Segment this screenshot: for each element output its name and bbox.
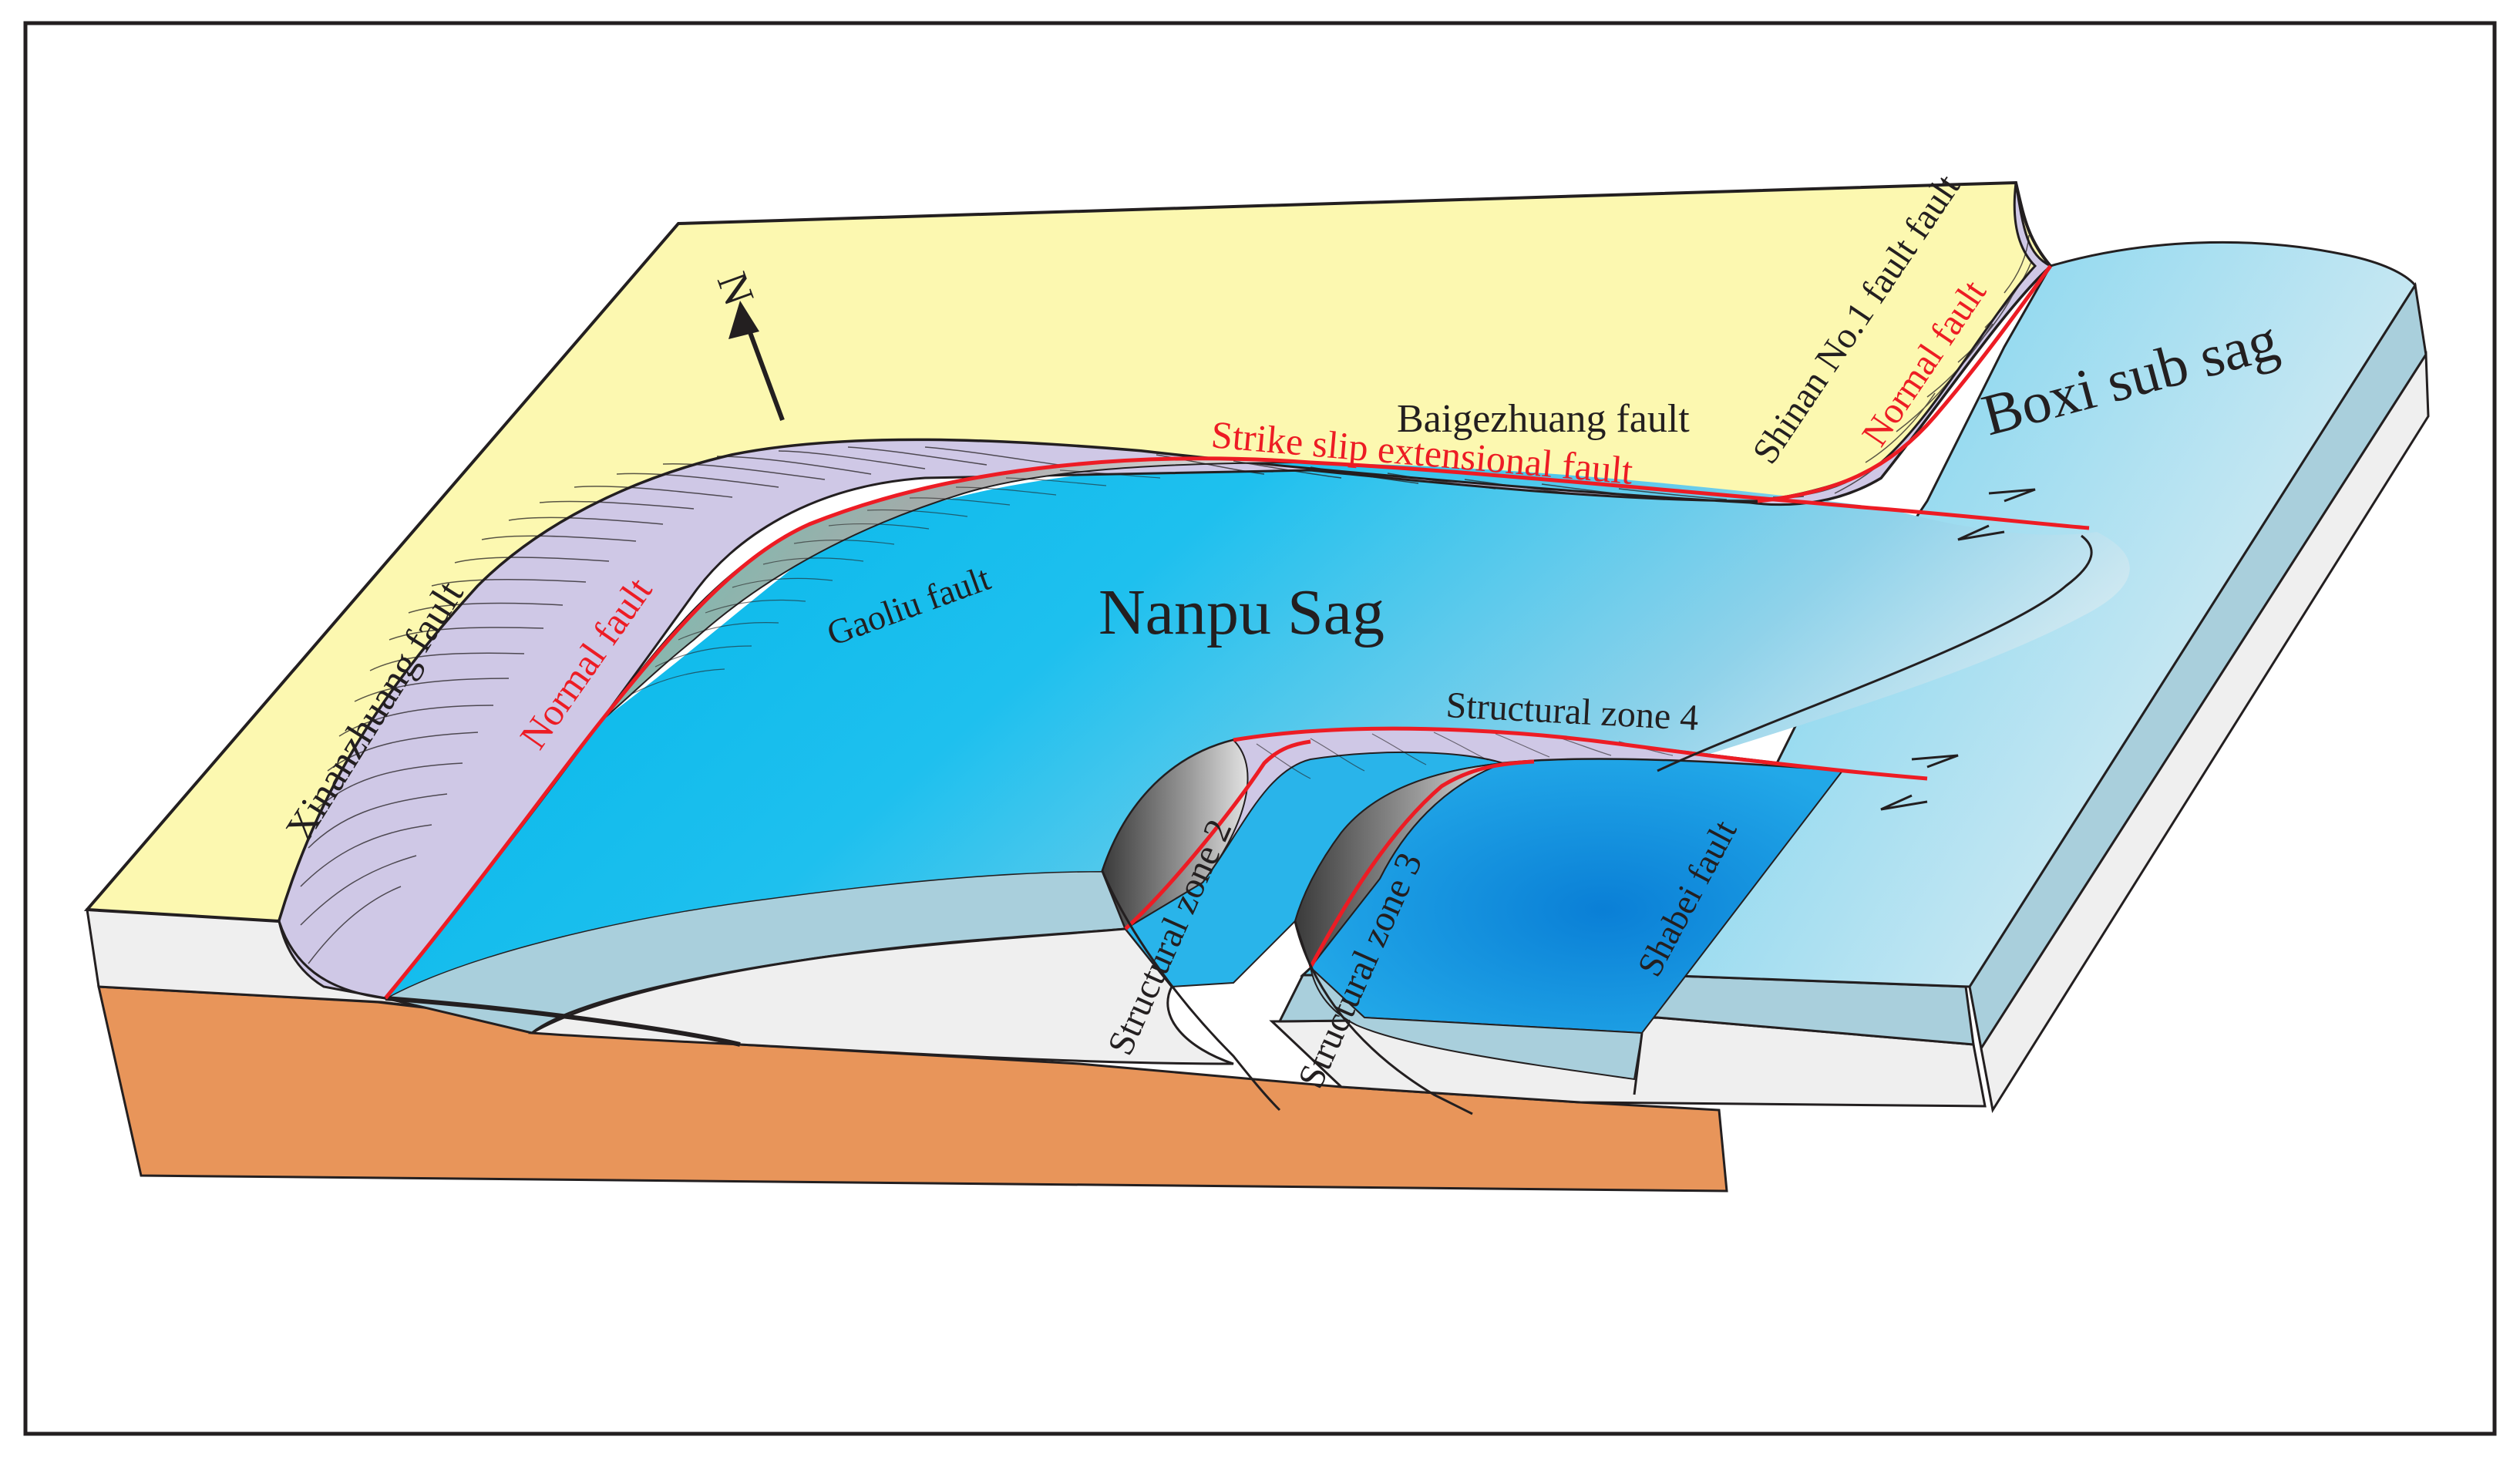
shabei-sub-basin (1309, 758, 1844, 1034)
strike-slip-fault-line (1310, 460, 2090, 530)
sag-front-edge (385, 996, 741, 1047)
zone2-fault-line (1124, 739, 1311, 930)
strike-slip-arrows-lower (1880, 754, 1959, 811)
shabei-front-section (1309, 965, 1644, 1081)
west-normal-fault-line (384, 456, 1311, 1000)
zone4-fault-line (1233, 726, 1928, 781)
main-fault-scarp (278, 182, 2053, 1000)
nanpu-sag-surface (385, 463, 2130, 998)
gaoliu-hachures (631, 469, 1161, 695)
strike-slip-arrows-upper (1957, 488, 2036, 541)
label-baigezhuang-fault: Baigezhuang fault (1397, 397, 1690, 441)
right-side-white (1980, 351, 2430, 1114)
shinan-normal-fault-line (1757, 264, 2053, 503)
north-arrow (728, 301, 785, 422)
zone3-fault-line (1308, 759, 1535, 969)
label-nanpu-sag: Nanpu Sag (1099, 577, 1384, 648)
red-fault-lines (384, 264, 2090, 1000)
west-scarp-hachures (300, 446, 1065, 964)
section-fault-curves (278, 534, 2093, 1115)
